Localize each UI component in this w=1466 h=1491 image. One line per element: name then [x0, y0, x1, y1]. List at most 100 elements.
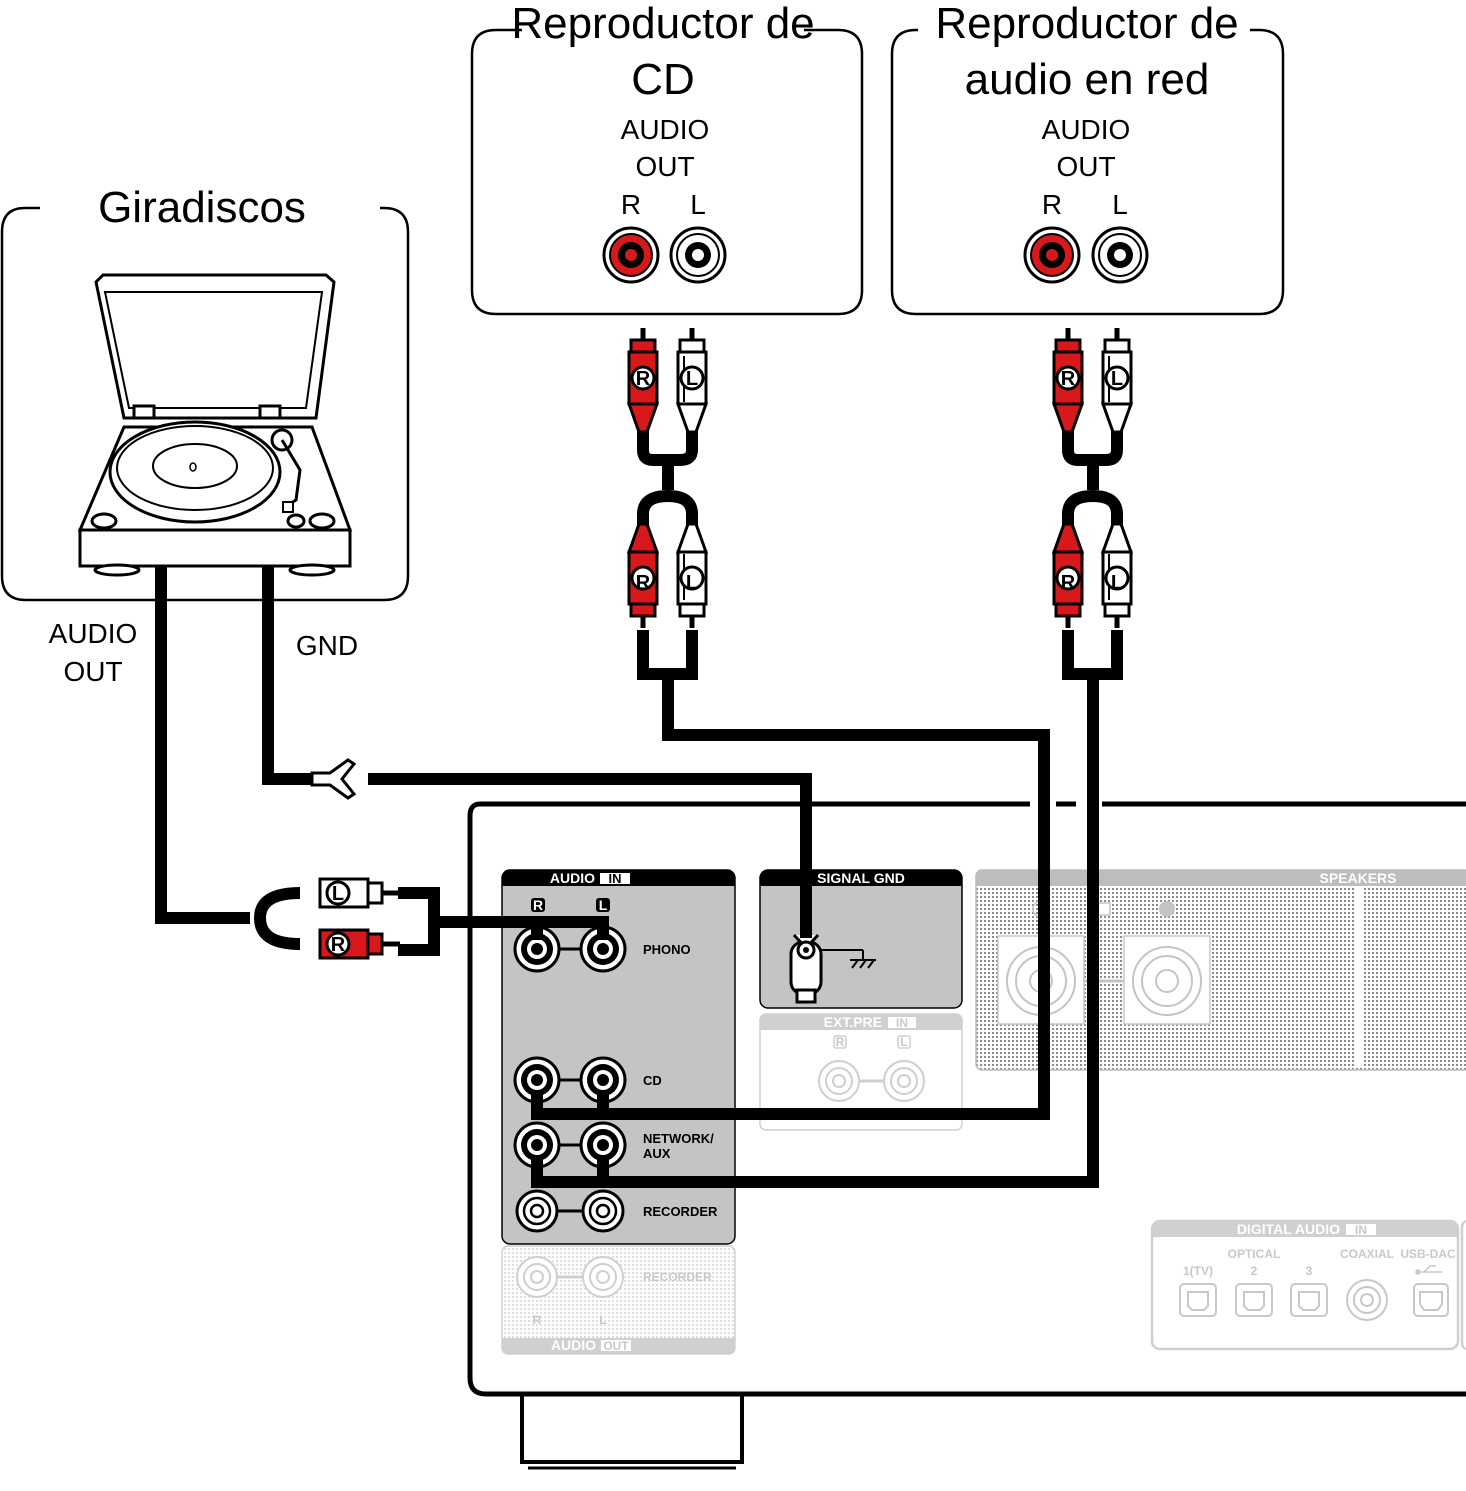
network-top-r-plug: R: [1054, 328, 1082, 432]
turntable-frame: [0, 206, 410, 602]
cd-player-group: Reproductor de CD AUDIO OUT R L: [470, 0, 864, 316]
cd-player-r-jack: [602, 226, 660, 284]
ground-terminal: [789, 933, 823, 1004]
network-player-group: Reproductor de audio en red AUDIO OUT R …: [890, 0, 1285, 316]
network-label-2: AUX: [643, 1146, 671, 1161]
recorder-in-r-jack: [515, 1189, 559, 1233]
cd-top-r-plug: R: [629, 328, 657, 432]
speakers-label: SPEAKERS: [1319, 870, 1396, 886]
cd-player-out-label-1: AUDIO: [621, 114, 710, 145]
gnd-spade-connector: [310, 758, 357, 800]
network-player-title-2: audio en red: [965, 55, 1210, 104]
turntable-group: Giradiscos AUDIO OUT GND: [0, 183, 410, 687]
turntable-title: Giradiscos: [98, 183, 306, 232]
speaker-terminal-2: [1132, 946, 1202, 1016]
recorder-out-l-jack: [582, 1256, 624, 1298]
audio-in-badge: IN: [609, 871, 622, 886]
amplifier-group: AUDIO IN R L PHONO CD NETWORK/ AUX: [467, 801, 1466, 1470]
turntable-l-plug: L: [318, 877, 400, 909]
ext-pre-panel: EXT.PRE IN R L: [759, 1013, 963, 1131]
network-player-out-label-2: OUT: [1056, 151, 1115, 182]
optical-port-3-label: 3: [1306, 1264, 1313, 1278]
network-player-r-label: R: [1042, 189, 1062, 220]
amplifier-outline: [467, 801, 1466, 1397]
gnd-cable: [262, 566, 812, 938]
cd-bottom-l-plug-label: L: [686, 572, 698, 594]
turntable-audio-out-label-2: OUT: [63, 656, 122, 687]
coaxial-port: [1346, 1279, 1388, 1321]
ext-pre-l-jack: [883, 1060, 925, 1102]
network-player-out-label-1: AUDIO: [1042, 114, 1131, 145]
cd-player-title-1: Reproductor de: [511, 0, 814, 48]
recorder-out-r-jack: [516, 1256, 558, 1298]
audio-in-panel: AUDIO IN R L PHONO CD NETWORK/ AUX: [501, 869, 736, 1245]
ext-pre-r-label: R: [836, 1035, 845, 1049]
signal-gnd-label: SIGNAL GND: [817, 870, 905, 886]
ext-pre-badge: IN: [896, 1016, 908, 1030]
recorder-in-label: RECORDER: [643, 1204, 718, 1219]
turntable-audio-out-label-1: AUDIO: [49, 618, 138, 649]
cd-player-title-2: CD: [631, 55, 695, 104]
network-cable: [531, 424, 1123, 1188]
recorder-in-l-jack: [581, 1189, 625, 1233]
turntable-r-plug: R: [318, 928, 400, 960]
cd-top-l-plug: L: [678, 328, 706, 432]
network-player-frame: [890, 28, 1285, 316]
ext-pre-label: EXT.PRE: [824, 1014, 882, 1030]
optical-port-2-label: 2: [1251, 1264, 1258, 1278]
phono-label: PHONO: [643, 942, 691, 957]
cd-top-l-plug-label: L: [686, 368, 698, 390]
network-player-r-jack: [1023, 226, 1081, 284]
audio-out-badge: OUT: [603, 1339, 629, 1353]
digital-audio-panel: DIGITAL AUDIO IN OPTICAL COAXIAL USB-DAC…: [1150, 1219, 1466, 1351]
turntable-gnd-label: GND: [296, 630, 358, 661]
cd-player-r-label: R: [621, 189, 641, 220]
turntable-icon: [77, 273, 353, 577]
cd-bottom-r-plug-label: R: [636, 572, 651, 594]
optical-port-3: [1290, 1283, 1328, 1317]
cd-player-frame: [470, 28, 864, 316]
cd-player-l-label: L: [690, 189, 706, 220]
network-player-l-label: L: [1112, 189, 1128, 220]
amplifier-foot: [520, 1396, 744, 1464]
network-top-l-plug-label: L: [1111, 368, 1123, 390]
digital-audio-badge: IN: [1355, 1223, 1367, 1237]
coaxial-label: COAXIAL: [1340, 1247, 1394, 1261]
audio-out-panel: RECORDER R L AUDIO OUT: [501, 1245, 736, 1355]
audio-in-r-label: R: [533, 897, 543, 913]
optical-label: OPTICAL: [1228, 1247, 1281, 1261]
ext-pre-l-label: L: [900, 1035, 907, 1049]
signal-gnd-panel: SIGNAL GND: [759, 869, 963, 1009]
usb-dac-port: [1413, 1283, 1449, 1317]
usb-dac-label: USB-DAC: [1400, 1247, 1456, 1261]
cd-label: CD: [643, 1073, 662, 1088]
digital-audio-label: DIGITAL AUDIO: [1237, 1221, 1340, 1237]
network-player-title-1: Reproductor de: [935, 0, 1238, 48]
turntable-r-plug-label: R: [331, 934, 346, 956]
ext-pre-r-jack: [818, 1060, 860, 1102]
cd-top-r-plug-label: R: [636, 368, 651, 390]
network-bottom-l-plug-label: L: [1111, 572, 1123, 594]
turntable-l-plug-label: L: [332, 883, 344, 905]
network-label-1: NETWORK/: [643, 1131, 714, 1146]
ground-symbol-icon: [821, 949, 876, 969]
optical-port-1-label: 1(TV): [1183, 1264, 1213, 1278]
network-bottom-r-plug-label: R: [1061, 572, 1076, 594]
audio-in-label: AUDIO: [550, 870, 595, 886]
audio-in-l-label: L: [599, 897, 608, 913]
recorder-out-label: RECORDER: [643, 1270, 712, 1284]
audio-out-r-label: R: [533, 1313, 542, 1327]
optical-port-1: [1179, 1283, 1217, 1317]
audio-out-label: AUDIO: [551, 1337, 596, 1353]
network-top-r-plug-label: R: [1061, 368, 1076, 390]
turntable-audio-cable: [155, 566, 609, 956]
network-top-l-plug: L: [1103, 328, 1131, 432]
cd-cable: [531, 424, 1050, 1120]
network-player-l-jack: [1091, 226, 1149, 284]
audio-out-l-label: L: [599, 1313, 606, 1327]
cd-player-l-jack: [669, 226, 727, 284]
optical-port-2: [1235, 1283, 1273, 1317]
usb-icon: [1415, 1265, 1442, 1275]
cd-player-out-label-2: OUT: [635, 151, 694, 182]
